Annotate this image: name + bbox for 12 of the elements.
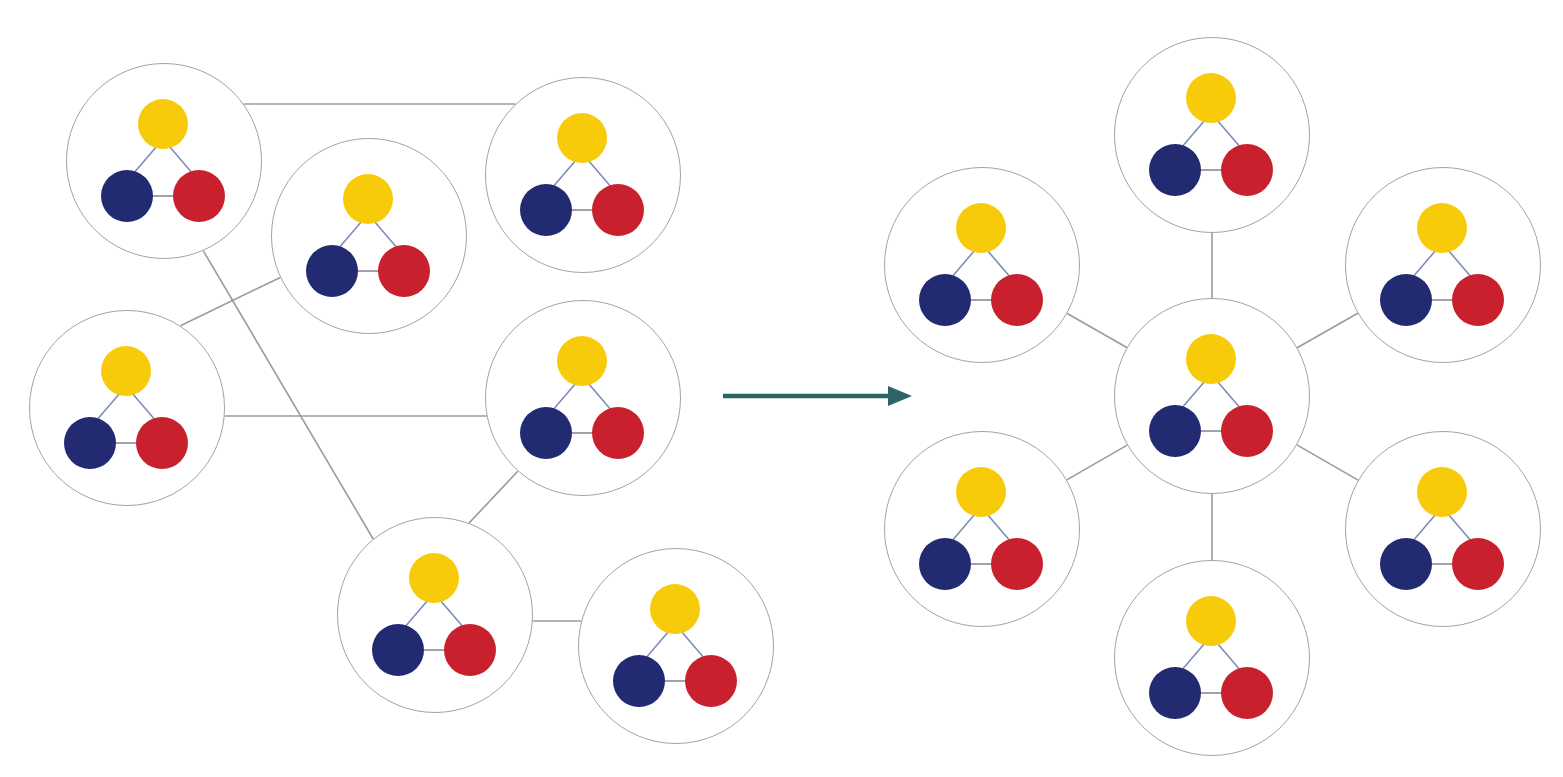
connector-line (468, 470, 519, 524)
connector-line (1066, 444, 1128, 481)
connector-line (1296, 312, 1359, 349)
connector-line (532, 620, 582, 622)
connector-line (1211, 493, 1213, 561)
connector-line (1211, 232, 1213, 299)
connector-line (179, 276, 281, 327)
connector-line (1066, 312, 1128, 349)
connector-line (1296, 444, 1359, 481)
connector-line (242, 103, 517, 105)
connector-line (223, 415, 488, 417)
connector-line (202, 250, 374, 540)
